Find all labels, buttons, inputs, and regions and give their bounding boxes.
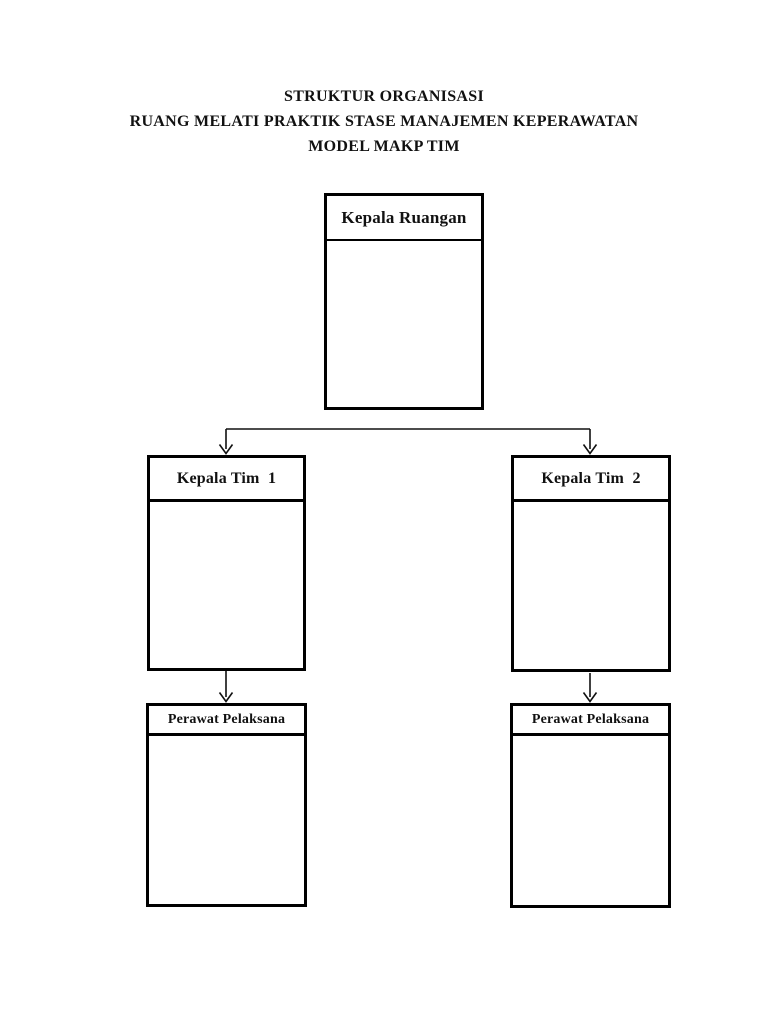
kepala-tim-1-label: Kepala Tim 1 bbox=[150, 458, 303, 502]
perawat-pelaksana-2-label: Perawat Pelaksana bbox=[513, 706, 668, 736]
down-arrow-icon bbox=[582, 444, 598, 455]
kepala-ruangan-box: Kepala Ruangan bbox=[324, 193, 484, 410]
kepala-tim-2-label: Kepala Tim 2 bbox=[514, 458, 668, 502]
perawat-pelaksana-1-label: Perawat Pelaksana bbox=[149, 706, 304, 736]
kepala-tim-1-box: Kepala Tim 1 bbox=[147, 455, 306, 671]
title-line-3: MODEL MAKP TIM bbox=[308, 138, 460, 155]
page-title: STRUKTUR ORGANISASI RUANG MELATI PRAKTIK… bbox=[0, 84, 768, 159]
title-line-2: RUANG MELATI PRAKTIK STASE MANAJEMEN KEP… bbox=[129, 113, 639, 130]
title-line-1: STRUKTUR ORGANISASI bbox=[284, 88, 484, 105]
kepala-ruangan-label: Kepala Ruangan bbox=[327, 196, 481, 241]
down-arrow-icon bbox=[218, 692, 234, 703]
down-arrow-icon bbox=[582, 692, 598, 703]
perawat-pelaksana-2-box: Perawat Pelaksana bbox=[510, 703, 671, 908]
down-arrow-icon bbox=[218, 444, 234, 455]
kepala-tim-2-box: Kepala Tim 2 bbox=[511, 455, 671, 672]
perawat-pelaksana-1-box: Perawat Pelaksana bbox=[146, 703, 307, 907]
